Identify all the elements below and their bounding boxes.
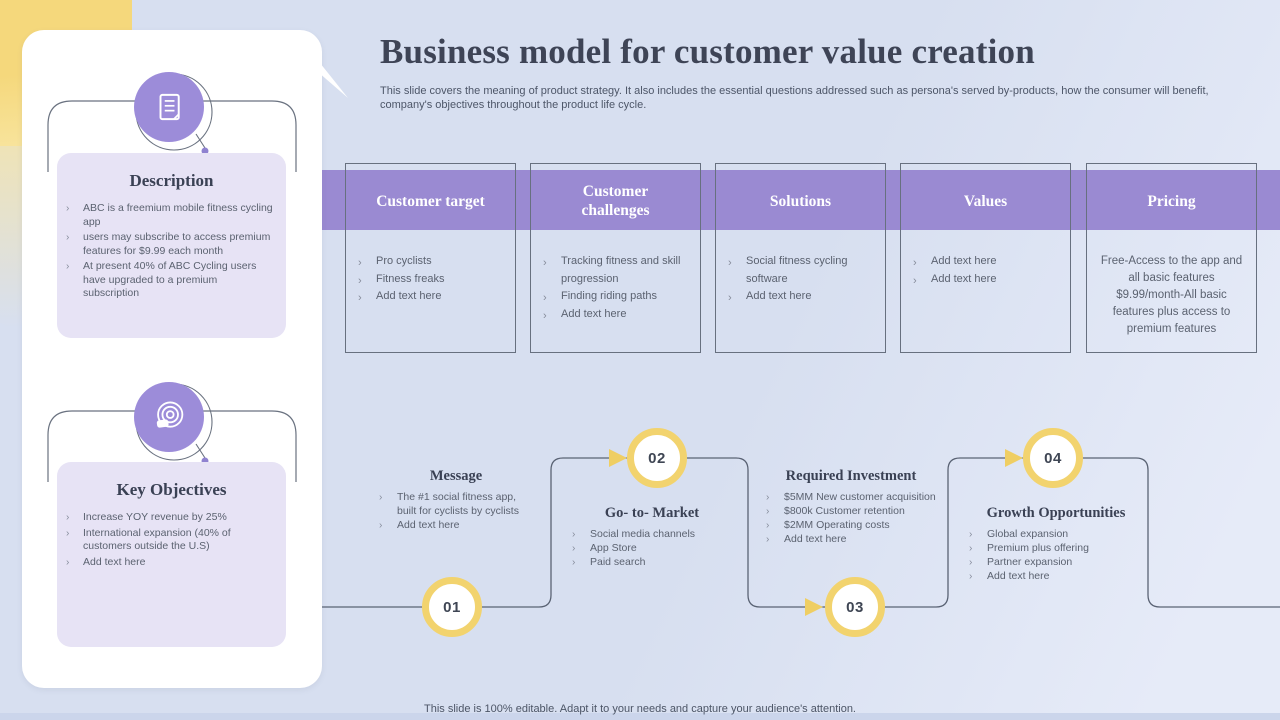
column-body: Tracking fitness and skill progression F… — [531, 242, 700, 352]
column-header-label: Pricing — [1147, 192, 1196, 210]
list-item: Add text here — [531, 306, 692, 324]
objectives-title: Key Objectives — [116, 480, 227, 499]
list-item: $5MM New customer acquisition — [762, 490, 940, 505]
page-subtitle: This slide covers the meaning of product… — [380, 85, 1209, 111]
column-header: Pricing — [1087, 171, 1256, 231]
list-item: The #1 social fitness app, built for cyc… — [375, 490, 537, 518]
table-column-values: Values Add text here Add text here — [900, 163, 1071, 353]
step-title: Growth Opportunities — [986, 505, 1126, 521]
list-item: Increase YOY revenue by 25% — [57, 511, 276, 525]
bottom-accent-strip — [0, 713, 1280, 720]
objectives-card: Key Objectives Increase YOY revenue by 2… — [57, 462, 286, 647]
column-header: Solutions — [716, 171, 885, 231]
list-item: Premium plus offering — [965, 541, 1147, 556]
description-icon-circle — [134, 72, 204, 142]
description-title: Description — [129, 171, 214, 190]
list-item: Add text here — [375, 518, 537, 533]
step-message: Message The #1 social fitness app, built… — [375, 468, 537, 533]
list-item: Fitness freaks — [346, 271, 507, 289]
list-item: Add text here — [901, 253, 1062, 272]
list-item: users may subscribe to access premium fe… — [57, 231, 276, 258]
table-column-pricing: Pricing Free-Access to the app and all b… — [1086, 163, 1257, 353]
table-header-band — [320, 170, 1280, 230]
arrow-icon — [805, 598, 823, 616]
document-icon — [159, 93, 180, 121]
list-item: Add text here — [716, 288, 877, 307]
column-body: Pro cyclists Fitness freaks Add text her… — [346, 242, 515, 352]
step-growth-opportunities: Growth Opportunities Global expansion Pr… — [965, 505, 1147, 584]
column-body: Add text here Add text here — [901, 242, 1070, 352]
target-icon — [156, 401, 184, 428]
step-title: Required Investment — [785, 468, 917, 484]
list-item: Finding riding paths — [531, 288, 692, 307]
column-header-label: Values — [963, 192, 1008, 210]
pricing-text: Free-Access to the app and all basic fea… — [1100, 255, 1243, 335]
panel-tail-shape — [296, 33, 348, 98]
list-item: Tracking fitness and skill progression — [531, 253, 692, 288]
step-required-investment: Required Investment $5MM New customer ac… — [762, 468, 940, 547]
objectives-icon-circle — [134, 382, 204, 452]
list-item: Pro cyclists — [346, 253, 507, 272]
list-item: Add text here — [901, 271, 1062, 289]
list-item: Add text here — [57, 556, 276, 570]
list-item: $2MM Operating costs — [762, 518, 940, 533]
table-column-customer-challenges: Customer challenges Tracking fitness and… — [530, 163, 701, 353]
table-column-customer-target: Customer target Pro cyclists Fitness fre… — [345, 163, 516, 353]
description-list: ABC is a freemium mobile fitness cycling… — [57, 202, 286, 301]
list-item: Add text here — [965, 569, 1147, 584]
list-item: At present 40% of ABC Cycling users have… — [57, 260, 276, 301]
arrow-icon — [609, 449, 627, 467]
column-header-label: Customer challenges — [581, 183, 650, 219]
list-item: Social fitness cycling software — [716, 253, 877, 288]
list-item: Add text here — [762, 532, 940, 547]
column-header: Customer challenges — [531, 171, 700, 231]
page-title: Business model for customer value creati… — [380, 32, 1035, 71]
list-item: Social media channels — [568, 527, 736, 542]
list-item: Add text here — [346, 288, 507, 307]
column-header-label: Solutions — [769, 192, 832, 210]
step-number-badge: 04 — [1023, 428, 1083, 488]
list-item: App Store — [568, 541, 736, 556]
step-go-to-market: Go- to- Market Social media channels App… — [568, 505, 736, 570]
table-column-solutions: Solutions Social fitness cycling softwar… — [715, 163, 886, 353]
list-item: Partner expansion — [965, 555, 1147, 570]
step-title: Go- to- Market — [604, 505, 700, 521]
arrow-icon — [1005, 449, 1023, 467]
column-header: Customer target — [346, 171, 515, 231]
column-body: Social fitness cycling software Add text… — [716, 242, 885, 352]
step-number-badge: 01 — [422, 577, 482, 637]
step-number-badge: 03 — [825, 577, 885, 637]
footer-note: This slide is 100% editable. Adapt it to… — [424, 703, 856, 715]
column-header: Values — [901, 171, 1070, 231]
column-header-label: Customer target — [376, 192, 485, 210]
list-item: International expansion (40% of customer… — [57, 527, 276, 554]
step-number-badge: 02 — [627, 428, 687, 488]
description-card: Description ABC is a freemium mobile fit… — [57, 153, 286, 338]
list-item: $800k Customer retention — [762, 504, 940, 519]
step-title: Message — [429, 468, 483, 484]
objectives-list: Increase YOY revenue by 25% Internationa… — [57, 511, 286, 569]
list-item: Paid search — [568, 555, 736, 570]
list-item: ABC is a freemium mobile fitness cycling… — [57, 202, 276, 229]
column-body: Free-Access to the app and all basic fea… — [1087, 242, 1256, 352]
list-item: Global expansion — [965, 527, 1147, 542]
